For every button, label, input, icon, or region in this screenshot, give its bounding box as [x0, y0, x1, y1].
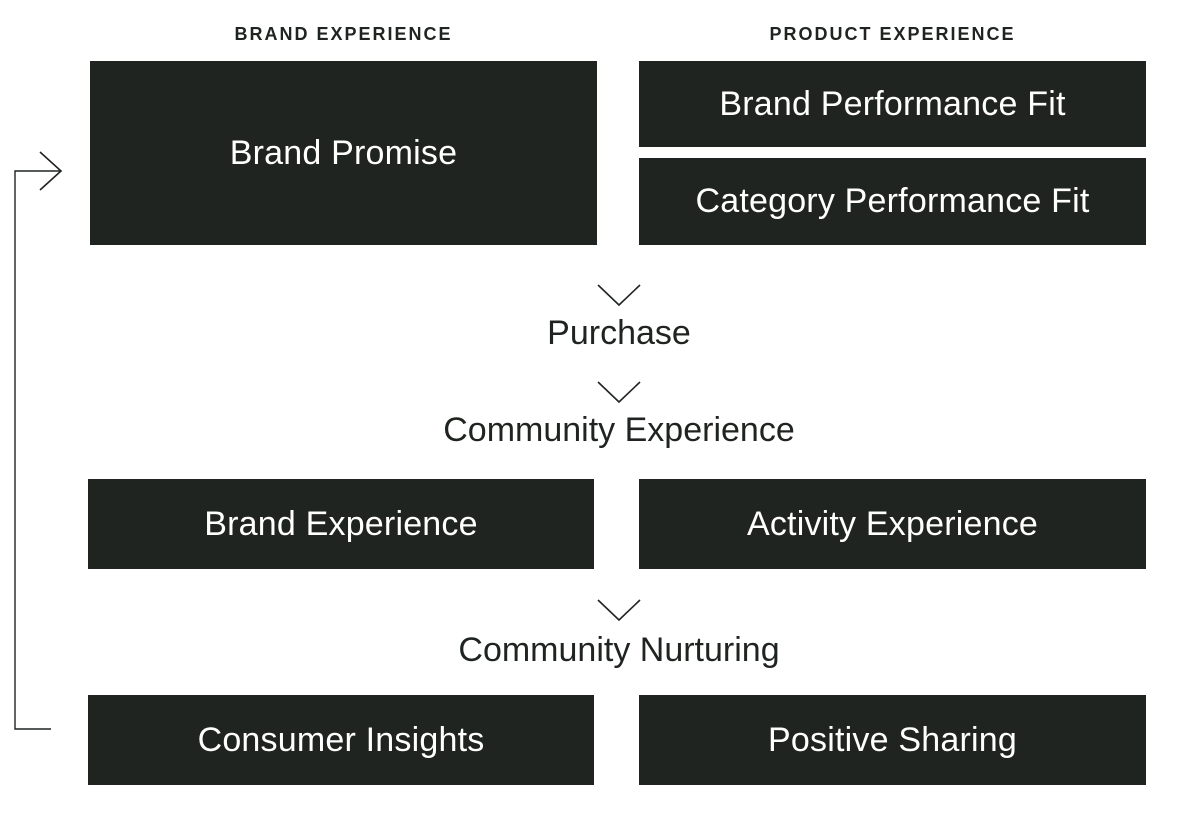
- brand-experience-label: Brand Experience: [204, 504, 478, 543]
- category-performance-fit-label: Category Performance Fit: [695, 182, 1090, 220]
- community-nurturing-stage: Community Nurturing: [458, 631, 780, 669]
- feedback-loop-line: [14, 151, 63, 730]
- brand-promise-box: Brand Promise: [90, 61, 597, 245]
- positive-sharing-box: Positive Sharing: [639, 695, 1146, 785]
- chevron-down-icon: [597, 381, 641, 404]
- product-experience-header: PRODUCT EXPERIENCE: [769, 24, 1016, 44]
- brand-experience-box: Brand Experience: [88, 479, 594, 569]
- loop-connector: [14, 170, 60, 730]
- purchase-stage: Purchase: [547, 314, 691, 352]
- chevron-down-icon: [597, 284, 641, 307]
- brand-promise-label: Brand Promise: [229, 133, 458, 172]
- positive-sharing-label: Positive Sharing: [768, 720, 1017, 759]
- consumer-insights-box: Consumer Insights: [88, 695, 594, 785]
- chevron-down-icon: [597, 599, 641, 622]
- brand-performance-fit-box: Brand Performance Fit: [639, 61, 1146, 147]
- activity-experience-box: Activity Experience: [639, 479, 1146, 569]
- category-performance-fit-box: Category Performance Fit: [639, 158, 1146, 245]
- activity-experience-label: Activity Experience: [746, 504, 1039, 543]
- arrow-right-icon: [39, 151, 63, 191]
- brand-experience-header: BRAND EXPERIENCE: [234, 24, 453, 44]
- brand-performance-fit-label: Brand Performance Fit: [719, 84, 1066, 123]
- consumer-insights-label: Consumer Insights: [197, 720, 485, 759]
- community-experience-stage: Community Experience: [443, 411, 795, 449]
